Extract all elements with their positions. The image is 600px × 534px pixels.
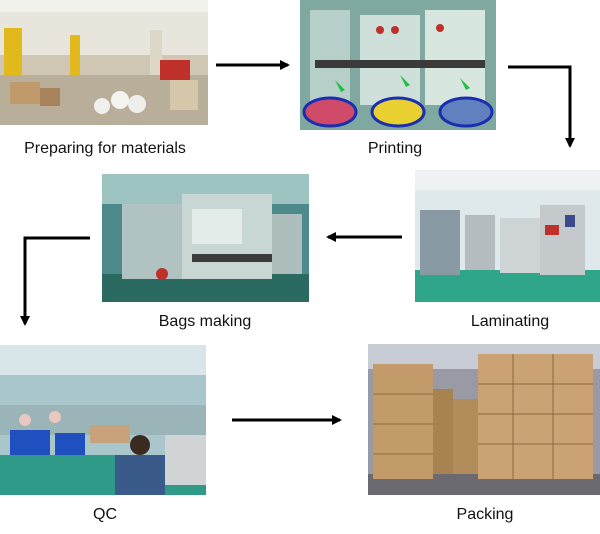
qc-caption: QC	[93, 506, 117, 523]
arrow-bags-making-to-qc	[20, 236, 90, 326]
preparing-caption: Preparing for materials	[24, 140, 186, 157]
warehouse-photo-icon	[0, 0, 208, 125]
pallet-cartons-photo-icon	[368, 344, 600, 495]
inspection-room-photo-icon	[0, 345, 206, 495]
packing-caption: Packing	[456, 506, 514, 523]
laminating-caption: Laminating	[470, 313, 550, 330]
printing-caption: Printing	[367, 140, 423, 157]
packing-photo	[368, 344, 600, 495]
printing-press-photo-icon	[300, 0, 496, 130]
laminating-machine-photo-icon	[415, 170, 600, 302]
bags-making-caption: Bags making	[158, 313, 252, 330]
laminating-photo	[415, 170, 600, 302]
qc-photo	[0, 345, 206, 495]
bags-making-photo	[102, 174, 309, 302]
arrow-printing-to-laminating	[508, 65, 575, 148]
preparing-photo	[0, 0, 208, 125]
bag-making-machine-photo-icon	[102, 174, 309, 302]
printing-photo	[300, 0, 496, 130]
